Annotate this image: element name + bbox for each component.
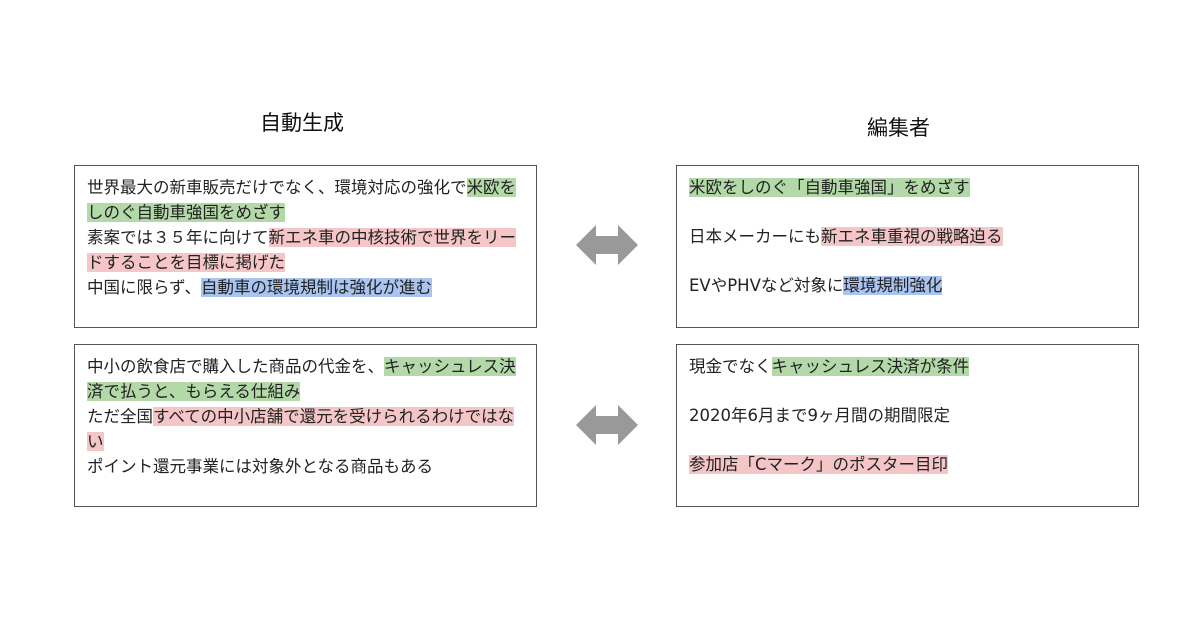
auto-summary-1-sentence-2: 素案では３５年に向けて新エネ車の中核技術で世界をリードすることを目標に掲げた: [87, 225, 524, 275]
editor-summary-box-1: 米欧をしのぐ「自動車強国」をめざす 日本メーカーにも新エネ車重視の戦略迫る EV…: [676, 165, 1139, 328]
double-headed-arrow-icon: [576, 405, 638, 445]
auto-summary-2-sentence-3: ポイント還元事業には対象外となる商品もある: [87, 454, 524, 479]
highlight-blue: 環境規制強化: [843, 276, 943, 295]
highlight-pink: 新エネ車重視の戦略迫る: [821, 227, 1003, 246]
line-text: 日本メーカーにも: [689, 227, 821, 246]
editor-summary-2-line-1: 現金でなくキャッシュレス決済が条件: [689, 354, 1126, 379]
line-text: 2020年6月まで9ヶ月間の期間限定: [689, 406, 950, 425]
editor-summary-box-2: 現金でなくキャッシュレス決済が条件 2020年6月まで9ヶ月間の期間限定 参加店…: [676, 344, 1139, 507]
highlight-green: 米欧をしのぐ「自動車強国」をめざす: [689, 178, 970, 197]
auto-summary-box-2: 中小の飲食店で購入した商品の代金を、キャッシュレス決済で払うと、もらえる仕組み …: [74, 344, 537, 507]
auto-summary-1-sentence-1: 世界最大の新車販売だけでなく、環境対応の強化で米欧をしのぐ自動車強国をめざす: [87, 175, 524, 225]
double-headed-arrow-icon: [576, 225, 638, 265]
sentence-text: ただ全国: [87, 407, 153, 426]
editor-summary-1-line-2: 日本メーカーにも新エネ車重視の戦略迫る: [689, 224, 1126, 249]
sentence-text: 中国に限らず、: [87, 278, 202, 297]
editor-header: 編集者: [867, 116, 930, 140]
sentence-text: 中小の飲食店で購入した商品の代金を、: [87, 357, 384, 376]
highlight-pink: 参加店「Cマーク」のポスター目印: [689, 455, 949, 474]
editor-summary-2-line-3: 参加店「Cマーク」のポスター目印: [689, 452, 1126, 477]
highlight-blue: 自動車の環境規制は強化が進む: [201, 278, 433, 297]
editor-summary-2-line-2: 2020年6月まで9ヶ月間の期間限定: [689, 403, 1126, 428]
sentence-text: 世界最大の新車販売だけでなく、環境対応の強化で: [87, 178, 467, 197]
editor-summary-1-line-3: EVやPHVなど対象に環境規制強化: [689, 273, 1126, 298]
editor-summary-1-line-1: 米欧をしのぐ「自動車強国」をめざす: [689, 175, 1126, 200]
auto-summary-box-1: 世界最大の新車販売だけでなく、環境対応の強化で米欧をしのぐ自動車強国をめざす 素…: [74, 165, 537, 328]
auto-summary-2-sentence-1: 中小の飲食店で購入した商品の代金を、キャッシュレス決済で払うと、もらえる仕組み: [87, 354, 524, 404]
auto-summary-2-sentence-2: ただ全国すべての中小店舗で還元を受けられるわけではない: [87, 404, 524, 454]
auto-summary-1-sentence-3: 中国に限らず、自動車の環境規制は強化が進む: [87, 275, 524, 300]
auto-generated-header: 自動生成: [260, 111, 344, 135]
sentence-text: ポイント還元事業には対象外となる商品もある: [87, 457, 434, 476]
line-text: 現金でなく: [689, 357, 772, 376]
sentence-text: 素案では３５年に向けて: [87, 228, 269, 247]
line-text: EVやPHVなど対象に: [689, 276, 844, 295]
highlight-green: キャッシュレス決済が条件: [771, 357, 970, 376]
